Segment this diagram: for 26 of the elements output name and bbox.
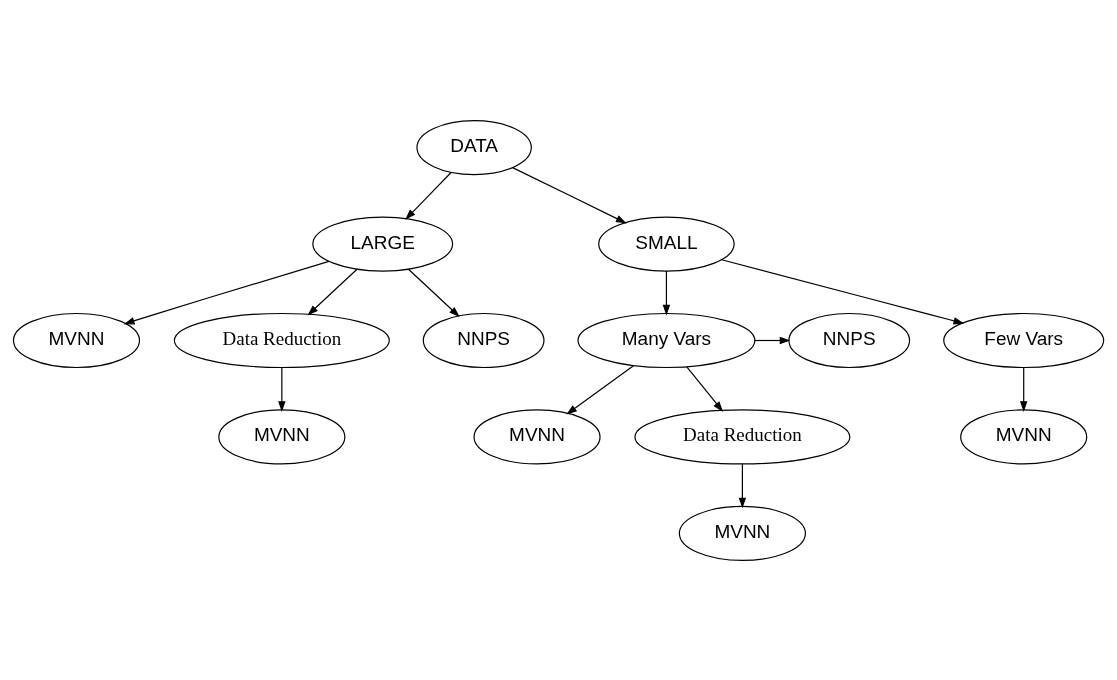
node-ellipse: NNPS (788, 312, 911, 368)
node-ellipse: MVNN (218, 408, 346, 465)
node-ellipse: MVNN (960, 408, 1088, 465)
node-ellipse: DATA (416, 119, 532, 175)
arrow (408, 268, 460, 317)
arrow (738, 462, 747, 508)
arrow (721, 258, 965, 324)
node-ellipse: Data Reduction (173, 312, 390, 368)
node-ellipse: LARGE (312, 215, 454, 272)
arrow (123, 260, 330, 324)
arrow (566, 364, 635, 414)
node-ellipse: MVNN (12, 312, 141, 368)
node-ellipse: Few Vars (943, 312, 1105, 368)
arrow (662, 269, 671, 315)
node-ellipse: Data Reduction (634, 408, 851, 465)
node-ellipse: NNPS (422, 312, 545, 368)
node-ellipse: MVNN (473, 408, 601, 465)
arrow (512, 166, 627, 223)
node-ellipse: Many Vars (577, 312, 756, 368)
node-ellipse: MVNN (678, 505, 806, 561)
arrow (307, 268, 358, 315)
arrow (1019, 366, 1028, 412)
arrow (754, 336, 791, 344)
arrow (405, 171, 452, 220)
arrow (686, 365, 724, 412)
arrow (278, 366, 286, 412)
